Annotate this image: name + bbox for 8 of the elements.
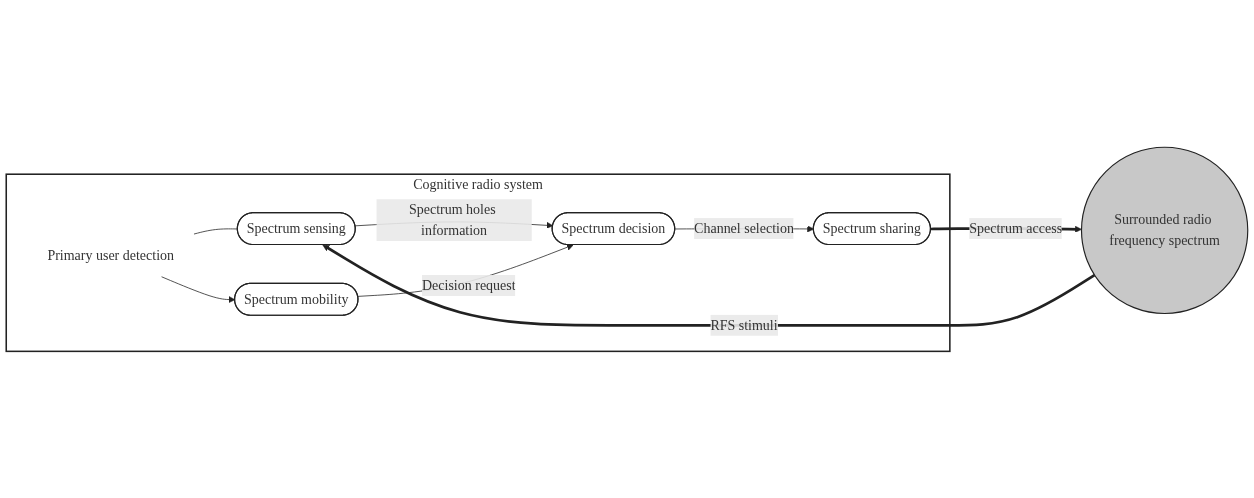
edge-label: Decision request (422, 276, 516, 293)
arrow (322, 244, 1096, 327)
edge-label: Channel selection (694, 220, 794, 236)
edge-label: RFS stimuli (710, 316, 778, 333)
edge-label: Spectrum access (969, 220, 1063, 236)
edge-label: Spectrum holes information (409, 201, 496, 238)
node-circle: Surrounded radio frequency spectrum (1080, 146, 1249, 314)
node-text: Primary user detection (47, 246, 175, 263)
